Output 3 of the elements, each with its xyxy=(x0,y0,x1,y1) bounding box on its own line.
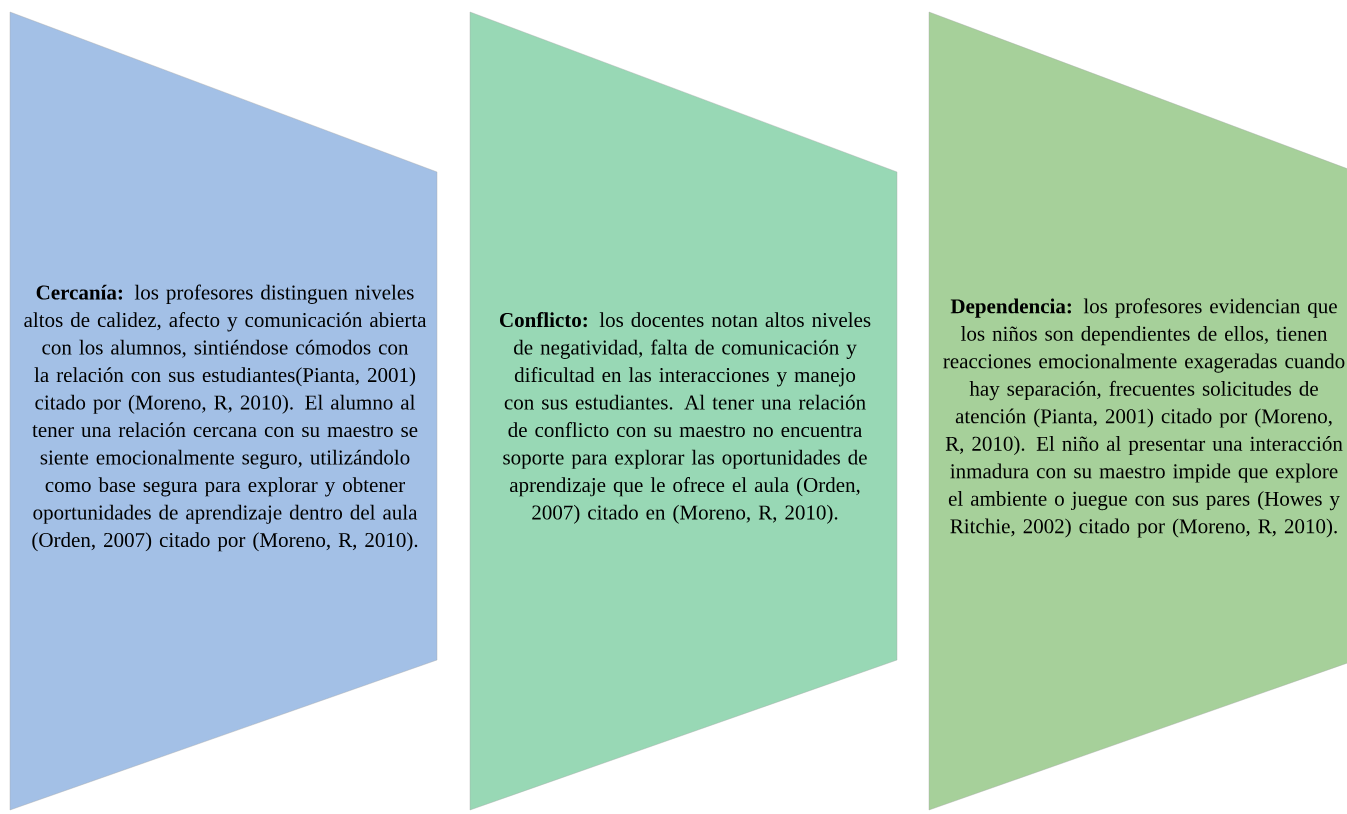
trapezoid-panel: Dependencia: los profesores evidencian que los niños son dependientes de ellos, tienen reacciones emocionalmente exageradas cuando hay separación, frecuentes solicitudes de atención (Pianta, 2001) citado por (Moreno, R, 2010). El niño al presentar una interacción inmadura con su maestro impide que explore el ambiente o juegue con sus pares (Howes y Ritchie, 2002) citado por (Moreno, R, 2010). xyxy=(928,11,1347,811)
trapezoid-panel: Cercanía: los profesores distinguen niveles altos de calidez, afecto y comunicación abierta con los alumnos, sintiéndose cómodos con la relación con sus estudiantes(Pianta, 2001) citado por (Moreno, R, 2010). El alumno al tener una relación cercana con su maestro se siente emocionalmente seguro, utilizándolo como base segura para explorar y obtener oportunidades de aprendizaje dentro del aula (Orden, 2007) citado por (Moreno, R, 2010). xyxy=(9,11,438,811)
trapezoid-panel: Conflicto: los docentes notan altos niveles de negatividad, falta de comunicación y dificultad en las interacciones y manejo con sus estudiantes. Al tener una relación de conflicto con su maestro no encuentra soporte para explorar las oportunidades de aprendizaje que le ofrece el aula (Orden, 2007) citado en (Moreno, R, 2010). xyxy=(469,11,898,811)
